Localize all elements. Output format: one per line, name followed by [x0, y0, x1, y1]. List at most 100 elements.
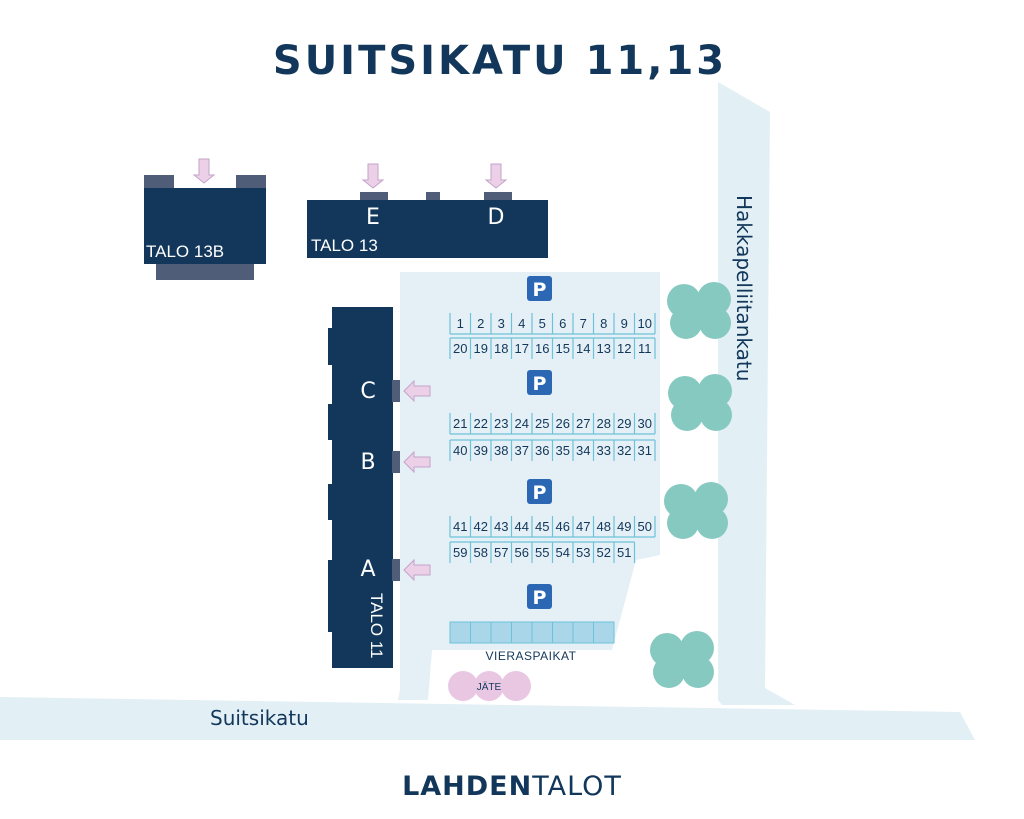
parking-slot: 51	[613, 542, 631, 563]
parking-slot-number: 54	[556, 545, 570, 560]
parking-slot-number: 4	[518, 316, 525, 331]
parking-slot: 1	[449, 313, 464, 334]
parking-slot: 52	[592, 542, 611, 563]
tree-icon	[650, 631, 714, 688]
parking-slot-number: 22	[474, 416, 488, 431]
building-label-talo-13: TALO 13	[311, 236, 378, 255]
parking-slot-number: 52	[597, 545, 611, 560]
parking-slot: 57	[490, 542, 508, 563]
parking-slot: 24	[510, 413, 529, 434]
parking-slot: 55	[531, 542, 549, 563]
parking-slot: 56	[510, 542, 529, 563]
svg-text:P: P	[533, 587, 547, 609]
waste-bin-icon	[474, 671, 504, 701]
parking-slot-number: 41	[453, 519, 467, 534]
parking-slot: 3	[490, 313, 505, 334]
parking-slot-number: 55	[535, 545, 549, 560]
road-hakkapelliitankatu	[718, 82, 795, 705]
parking-slot: 36	[531, 440, 549, 461]
parking-slot: 40	[449, 440, 467, 461]
building-talo-13b: TALO 13B	[144, 158, 266, 280]
parking-slot: 47	[572, 516, 590, 537]
tree-icon	[667, 282, 731, 339]
parking-slot: 19	[469, 338, 488, 359]
entrance-arrow-icon	[403, 558, 431, 582]
entrance-arrow-icon	[192, 158, 216, 184]
parking-slot: 50	[633, 516, 652, 537]
parking-slot: 30	[633, 413, 652, 434]
parking-slot-number: 45	[535, 519, 549, 534]
entrance-label-e: E	[366, 205, 380, 230]
parking-slot-number: 15	[556, 341, 570, 356]
tree-icon	[664, 482, 728, 539]
parking-slot: 13	[592, 338, 611, 359]
parking-slot-number: 32	[617, 443, 631, 458]
svg-text:LAHDENTALOT: LAHDENTALOT	[402, 771, 622, 802]
parking-slot-number: 21	[453, 416, 467, 431]
parking-slot-number: 39	[474, 443, 488, 458]
parking-slot-number: 48	[597, 519, 611, 534]
parking-slot: 15	[551, 338, 570, 359]
parking-sign-icon: P	[527, 276, 552, 301]
road-suitsikatu	[0, 697, 975, 740]
parking-slot: 32	[613, 440, 631, 461]
parking-slot: 11	[633, 338, 652, 359]
parking-slot-number: 20	[453, 341, 467, 356]
parking-slot-number: 16	[535, 341, 549, 356]
page-title: SUITSIKATU 11,13	[273, 38, 727, 84]
parking-slot: 48	[592, 516, 611, 537]
parking-slot-number: 49	[617, 519, 631, 534]
parking-slot-number: 44	[515, 519, 529, 534]
guest-parking-slot	[552, 621, 574, 644]
parking-slot: 4	[510, 313, 525, 334]
building-label-talo-11: TALO 11	[367, 593, 386, 659]
parking-slot: 10	[633, 313, 652, 334]
logo-bold-part: LAHDEN	[402, 771, 532, 802]
parking-slot: 25	[531, 413, 549, 434]
waste-bin-icon	[448, 671, 478, 701]
parking-slot: 39	[469, 440, 488, 461]
parking-slot: 43	[490, 516, 508, 537]
parking-slot: 21	[449, 413, 467, 434]
parking-slot-number: 51	[617, 545, 631, 560]
parking-slot-number: 3	[498, 316, 505, 331]
svg-text:P: P	[533, 373, 547, 395]
parking-slot: 17	[510, 338, 529, 359]
parking-slot: 27	[572, 413, 590, 434]
parking-slot: 7	[572, 313, 587, 334]
parking-slot-number: 5	[539, 316, 546, 331]
waste-bin-icon	[501, 671, 531, 701]
parking-slot: 45	[531, 516, 549, 537]
guest-parking-slot	[470, 621, 492, 644]
parking-slot: 22	[469, 413, 488, 434]
parking-slot-number: 27	[576, 416, 590, 431]
parking-slot: 12	[613, 338, 631, 359]
parking-slot-number: 57	[494, 545, 508, 560]
parking-slot-number: 43	[494, 519, 508, 534]
parking-slot: 18	[490, 338, 508, 359]
entrance-arrow-icon	[403, 379, 431, 403]
parking-slot-number: 47	[576, 519, 590, 534]
parking-slot: 46	[551, 516, 570, 537]
parking-slot: 37	[510, 440, 529, 461]
parking-slot-number: 6	[559, 316, 566, 331]
parking-slot: 38	[490, 440, 508, 461]
parking-slot-number: 9	[621, 316, 628, 331]
parking-slot-number: 17	[515, 341, 529, 356]
parking-slot: 58	[469, 542, 488, 563]
parking-slot-number: 30	[638, 416, 652, 431]
parking-signs: P P P P	[527, 276, 552, 609]
parking-slot: 16	[531, 338, 549, 359]
guest-parking-slot	[490, 621, 512, 644]
parking-slot: 14	[572, 338, 590, 359]
parking-slot-number: 46	[556, 519, 570, 534]
parking-slot-number: 40	[453, 443, 467, 458]
parking-slot: 28	[592, 413, 611, 434]
logo-thin-part: TALOT	[531, 771, 622, 802]
